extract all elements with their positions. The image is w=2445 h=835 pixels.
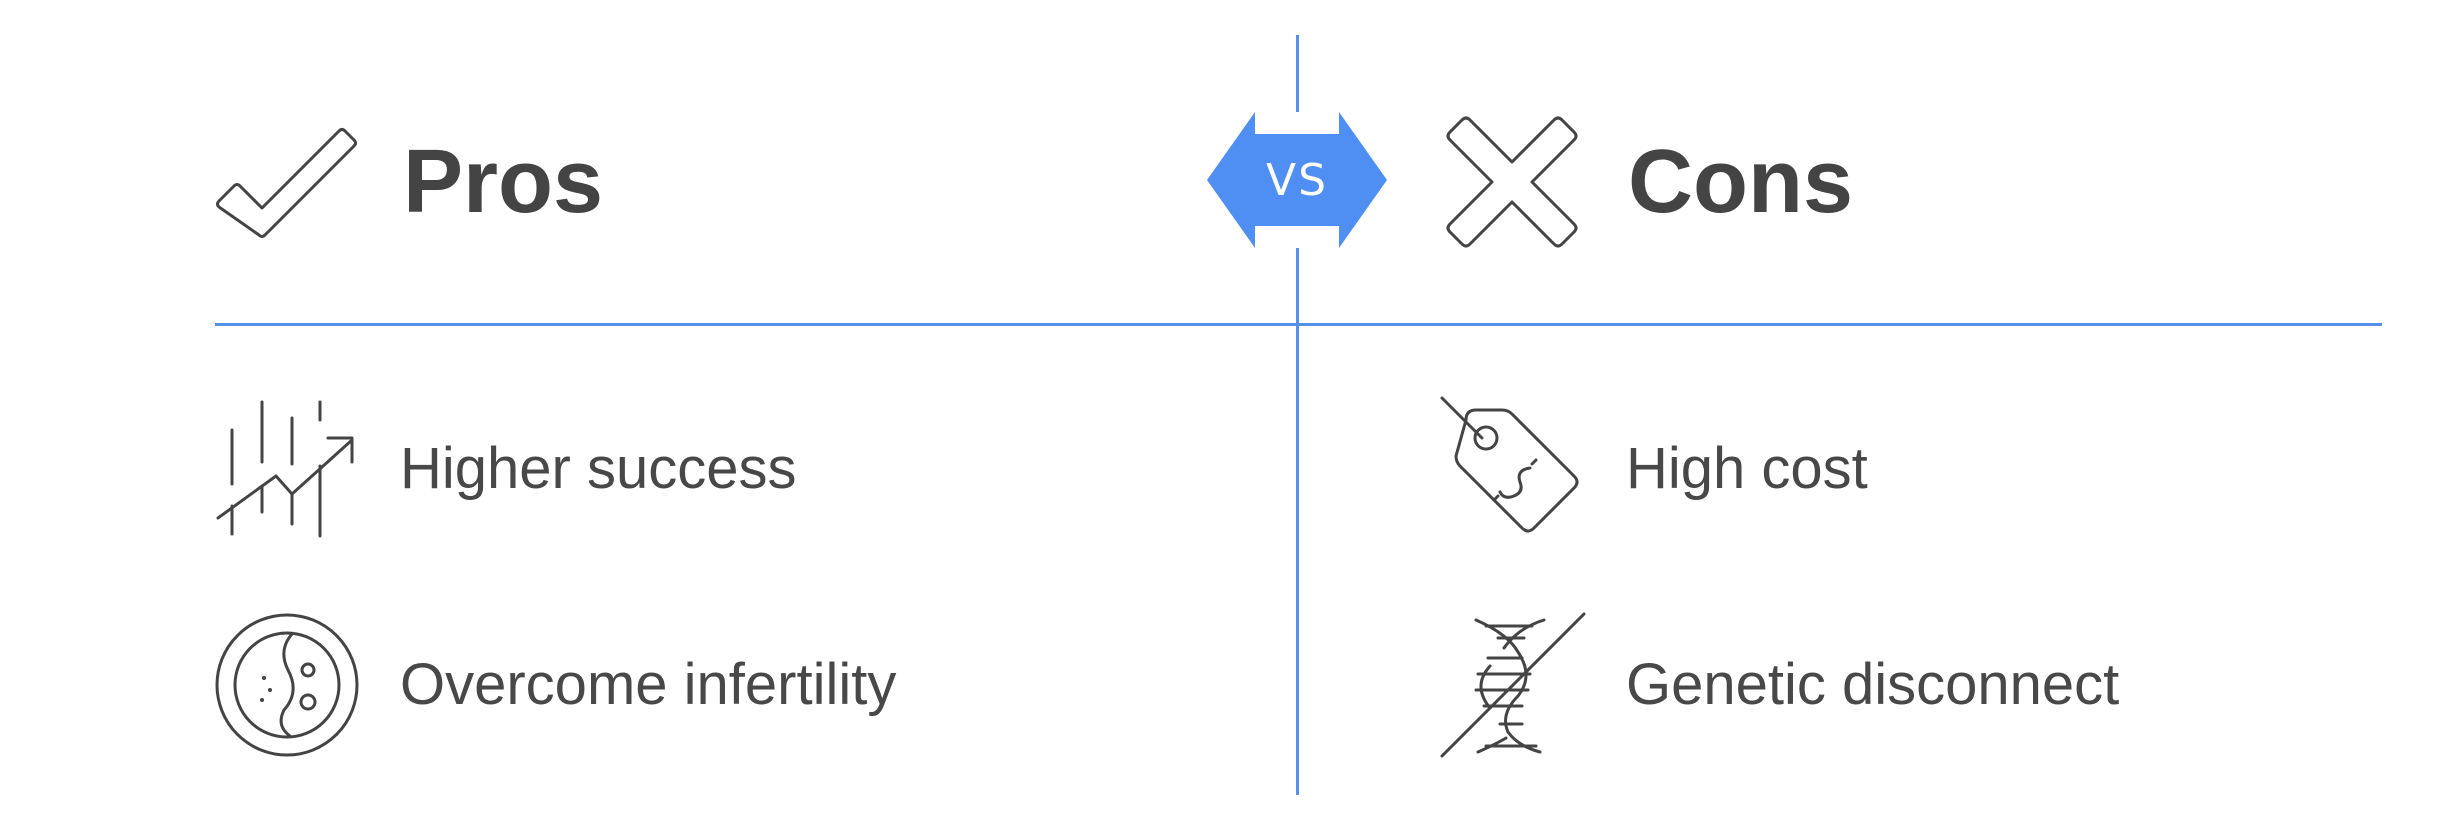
cons-item-label: High cost (1626, 436, 1868, 501)
cons-item-high-cost: High cost (1438, 394, 1868, 544)
embryo-cell-icon (215, 613, 359, 757)
growth-chart-icon (216, 400, 354, 538)
vs-label: VS (1265, 154, 1329, 206)
cons-title: Cons (1628, 132, 1853, 232)
dna-crossed-icon (1440, 612, 1586, 758)
pros-item-label: Overcome infertility (400, 652, 897, 717)
horizontal-divider-left (215, 323, 1297, 326)
pros-item-label: Higher success (400, 436, 797, 501)
pros-item-higher-success: Higher success (212, 394, 796, 544)
cross-icon (1446, 116, 1578, 248)
horizontal-divider-right (1297, 323, 2382, 326)
pros-title: Pros (403, 132, 604, 232)
cons-item-label: Genetic disconnect (1626, 652, 2120, 717)
pros-heading: Pros (215, 112, 603, 252)
cons-item-genetic-disconnect: Genetic disconnect (1438, 610, 2119, 760)
cons-heading: Cons (1440, 112, 1853, 252)
price-tag-icon (1440, 396, 1579, 533)
pros-item-overcome-infertility: Overcome infertility (212, 610, 896, 760)
vertical-divider (1296, 35, 1299, 795)
vs-badge: VS (1207, 112, 1387, 248)
checkmark-icon (216, 128, 357, 238)
